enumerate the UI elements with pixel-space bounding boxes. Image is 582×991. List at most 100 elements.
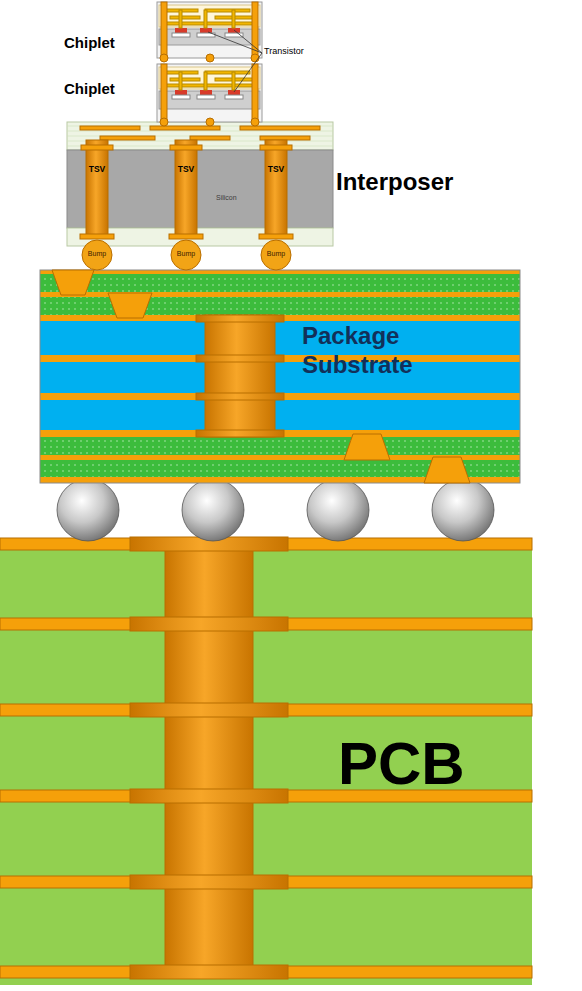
pcb-core bbox=[0, 538, 532, 985]
tsv-pad bbox=[80, 234, 114, 239]
chiplet-label: Chiplet bbox=[64, 80, 115, 98]
via-pad bbox=[130, 965, 288, 979]
substrate-layer bbox=[40, 362, 520, 393]
beol-layer bbox=[159, 5, 260, 27]
rdl-trace bbox=[190, 136, 230, 140]
micro-bump bbox=[171, 240, 201, 270]
copper-layer bbox=[0, 876, 532, 888]
pcb-label: PCB bbox=[338, 728, 465, 800]
redistribution-layer bbox=[67, 122, 333, 150]
chiplet-tsv bbox=[252, 64, 258, 122]
package-substrate-label: Package Substrate bbox=[302, 322, 477, 380]
interposer-node: TSVTSVTSVInterposer bbox=[67, 122, 487, 247]
chiplet-bump bbox=[206, 54, 214, 62]
leader-line bbox=[208, 32, 262, 53]
rdl-trace bbox=[260, 136, 310, 140]
micro-bump bbox=[261, 240, 291, 270]
chiplet-bump bbox=[160, 118, 168, 126]
chiplet-bump bbox=[251, 118, 259, 126]
package-substrate-node: Package Substrate bbox=[40, 270, 520, 484]
substrate-layer bbox=[40, 437, 520, 455]
chiplet-bump bbox=[206, 118, 214, 126]
transistor-gate bbox=[200, 28, 212, 33]
pcb-drawing bbox=[0, 537, 532, 985]
leader-line bbox=[234, 30, 262, 53]
bump-label: Bump bbox=[261, 250, 291, 258]
tsv-node: TSV bbox=[265, 150, 287, 230]
via-pad bbox=[130, 617, 288, 631]
via-pad bbox=[196, 393, 284, 400]
via-pad bbox=[196, 355, 284, 362]
contact bbox=[179, 10, 182, 28]
substrate-layer bbox=[40, 315, 520, 321]
tsv-label: TSV bbox=[86, 164, 108, 174]
chiplet-label: Chiplet bbox=[64, 34, 115, 52]
contact bbox=[232, 10, 235, 28]
microvia bbox=[344, 434, 390, 460]
contact bbox=[232, 72, 235, 90]
metal-trace bbox=[205, 9, 250, 12]
rdl-trace bbox=[150, 126, 220, 130]
tsv-column bbox=[265, 140, 287, 236]
tsv-column bbox=[86, 140, 108, 236]
contact bbox=[204, 10, 207, 28]
rdl-line bbox=[67, 131, 333, 132]
beol-layer bbox=[159, 67, 260, 89]
transistor-gate bbox=[175, 28, 187, 33]
tsv-pad bbox=[259, 234, 293, 239]
via-pad bbox=[196, 315, 284, 322]
substrate-layer bbox=[40, 274, 520, 292]
solder-ball bbox=[307, 479, 369, 541]
metal-trace bbox=[170, 16, 200, 19]
rdl-trace bbox=[100, 136, 155, 140]
bump-node: Bump bbox=[171, 241, 201, 269]
transistor-channel bbox=[225, 95, 243, 99]
via-pad bbox=[196, 430, 284, 437]
via-pad bbox=[130, 875, 288, 889]
bump-label: Bump bbox=[82, 250, 112, 258]
copper-layer bbox=[0, 966, 532, 978]
tsv-pad bbox=[170, 145, 202, 150]
tsv-column bbox=[175, 140, 197, 236]
substrate-layer bbox=[40, 430, 520, 437]
via-pad bbox=[130, 789, 288, 803]
substrate-layer bbox=[40, 355, 520, 362]
contact bbox=[179, 72, 182, 90]
tsv-pad bbox=[169, 234, 203, 239]
substrate-layer bbox=[40, 270, 520, 274]
material-label: Silicon bbox=[216, 194, 237, 202]
tsv-pad bbox=[81, 145, 113, 150]
interposer-drawing bbox=[67, 122, 333, 270]
contact bbox=[204, 72, 207, 90]
transistor-gate bbox=[200, 90, 212, 95]
via-pad bbox=[130, 703, 288, 717]
transistor-gate bbox=[228, 90, 240, 95]
chiplet-body bbox=[157, 64, 262, 122]
pcb-node: PCB bbox=[0, 538, 532, 988]
transistor-channel bbox=[197, 95, 215, 99]
tsv-node: TSV bbox=[86, 150, 108, 230]
chiplet-node: Chiplet bbox=[60, 2, 265, 58]
chiplet-silicon bbox=[159, 91, 260, 109]
leader-line bbox=[234, 53, 262, 92]
substrate-layer bbox=[40, 400, 520, 430]
substrate-outline bbox=[40, 270, 520, 483]
metal-trace bbox=[170, 78, 200, 81]
solder-ball bbox=[432, 479, 494, 541]
callout-label: Transistor bbox=[264, 46, 304, 57]
copper-layer bbox=[0, 618, 532, 630]
substrate-layer bbox=[40, 321, 520, 355]
microvia bbox=[424, 457, 470, 483]
substrate-drawing bbox=[40, 270, 520, 483]
core-via bbox=[205, 315, 275, 437]
metal-trace bbox=[205, 71, 250, 74]
tsv-label: TSV bbox=[265, 164, 287, 174]
tsv-pad bbox=[260, 145, 292, 150]
bump-node: Bump bbox=[82, 241, 112, 269]
rdl-trace bbox=[80, 126, 140, 130]
chiplet-silicon bbox=[159, 29, 260, 45]
micro-bump bbox=[82, 240, 112, 270]
pcb-via bbox=[165, 538, 253, 978]
